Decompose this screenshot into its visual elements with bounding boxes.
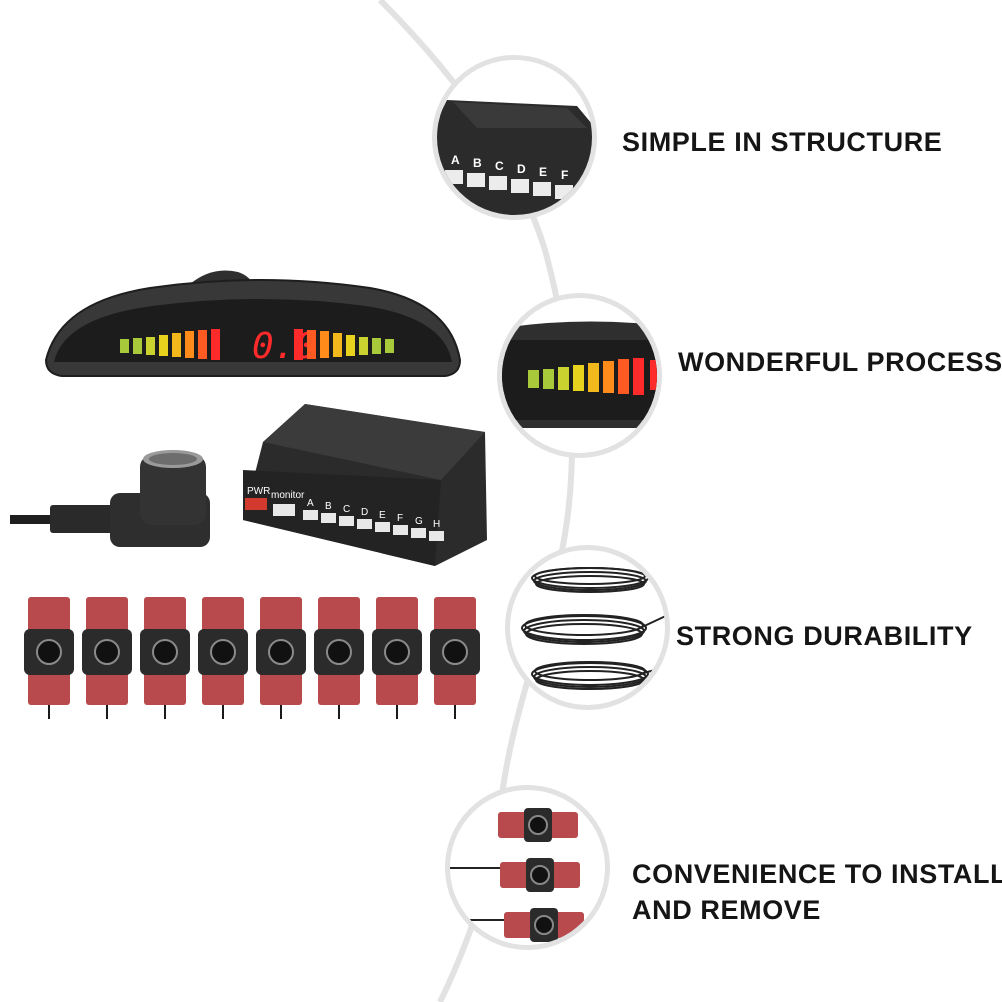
process-closeup-badge: [497, 293, 662, 458]
port-a: A: [303, 498, 318, 520]
svg-text:A: A: [451, 153, 460, 167]
svg-text:C: C: [343, 504, 350, 515]
closeup-port-f: F: [555, 168, 573, 199]
sensor-4: [198, 597, 248, 719]
sensor-1: [24, 597, 74, 719]
durability-cables-badge: [505, 545, 670, 710]
feature-process-label: WONDERFUL PROCESS: [678, 347, 1002, 377]
left-led-bars: [120, 329, 220, 360]
closeup-port-g: G: [577, 171, 592, 202]
svg-text:F: F: [397, 513, 403, 524]
svg-text:E: E: [379, 510, 386, 521]
coiled-cables-icon: [521, 567, 665, 690]
parking-display-unit: 0.0: [44, 270, 462, 377]
sensor-5: [256, 597, 306, 719]
sensor-6: [314, 597, 364, 719]
sensor-2: [82, 597, 132, 719]
svg-text:D: D: [361, 507, 368, 518]
pwr-port: [245, 498, 267, 510]
svg-text:A: A: [307, 498, 314, 509]
feature-durability-label: STRONG DURABILITY: [676, 621, 973, 651]
port-e: E: [375, 510, 390, 532]
feature-install-line2: AND REMOVE: [632, 895, 822, 925]
sensor-cable: [10, 515, 80, 524]
feature-install-line1: CONVENIENCE TO INSTALL: [632, 859, 1002, 889]
distance-reading: 0.0: [252, 326, 317, 367]
svg-text:D: D: [517, 162, 526, 176]
port-g: G: [411, 516, 426, 538]
closeup-port-e: E: [533, 165, 551, 196]
sensor-row: [24, 597, 480, 719]
mounted-sensors-icon: [450, 808, 584, 942]
feature-install-label: CONVENIENCE TO INSTALL AND REMOVE: [632, 856, 1002, 928]
port-d: D: [357, 507, 372, 529]
closeup-port-a: A: [445, 153, 463, 184]
closeup-port-c: C: [489, 159, 507, 190]
cabled-sensor: [10, 450, 210, 547]
svg-text:H: H: [433, 519, 440, 530]
install-sensors-badge: [445, 785, 610, 950]
right-led-bars: [294, 329, 394, 360]
svg-text:B: B: [473, 156, 482, 170]
port-f: F: [393, 513, 408, 535]
pwr-label: PWR: [247, 486, 270, 497]
svg-text:G: G: [415, 516, 423, 527]
sensor-7: [372, 597, 422, 719]
port-b: B: [321, 501, 336, 523]
svg-text:F: F: [561, 168, 568, 182]
control-box-lid: [263, 404, 485, 480]
sensor-3: [140, 597, 190, 719]
monitor-port: [273, 504, 295, 516]
svg-text:B: B: [325, 501, 332, 512]
monitor-label: monitor: [271, 490, 305, 501]
svg-text:G: G: [583, 171, 592, 185]
sensor-8: [430, 597, 480, 719]
closeup-port-b: B: [467, 156, 485, 187]
svg-text:C: C: [495, 159, 504, 173]
closeup-port-d: D: [511, 162, 529, 193]
port-c: C: [339, 504, 354, 526]
svg-text:E: E: [539, 165, 547, 179]
port-h: H: [429, 519, 444, 541]
closeup-led-bars: [528, 358, 657, 395]
feature-structure-label: SIMPLE IN STRUCTURE: [622, 127, 943, 157]
